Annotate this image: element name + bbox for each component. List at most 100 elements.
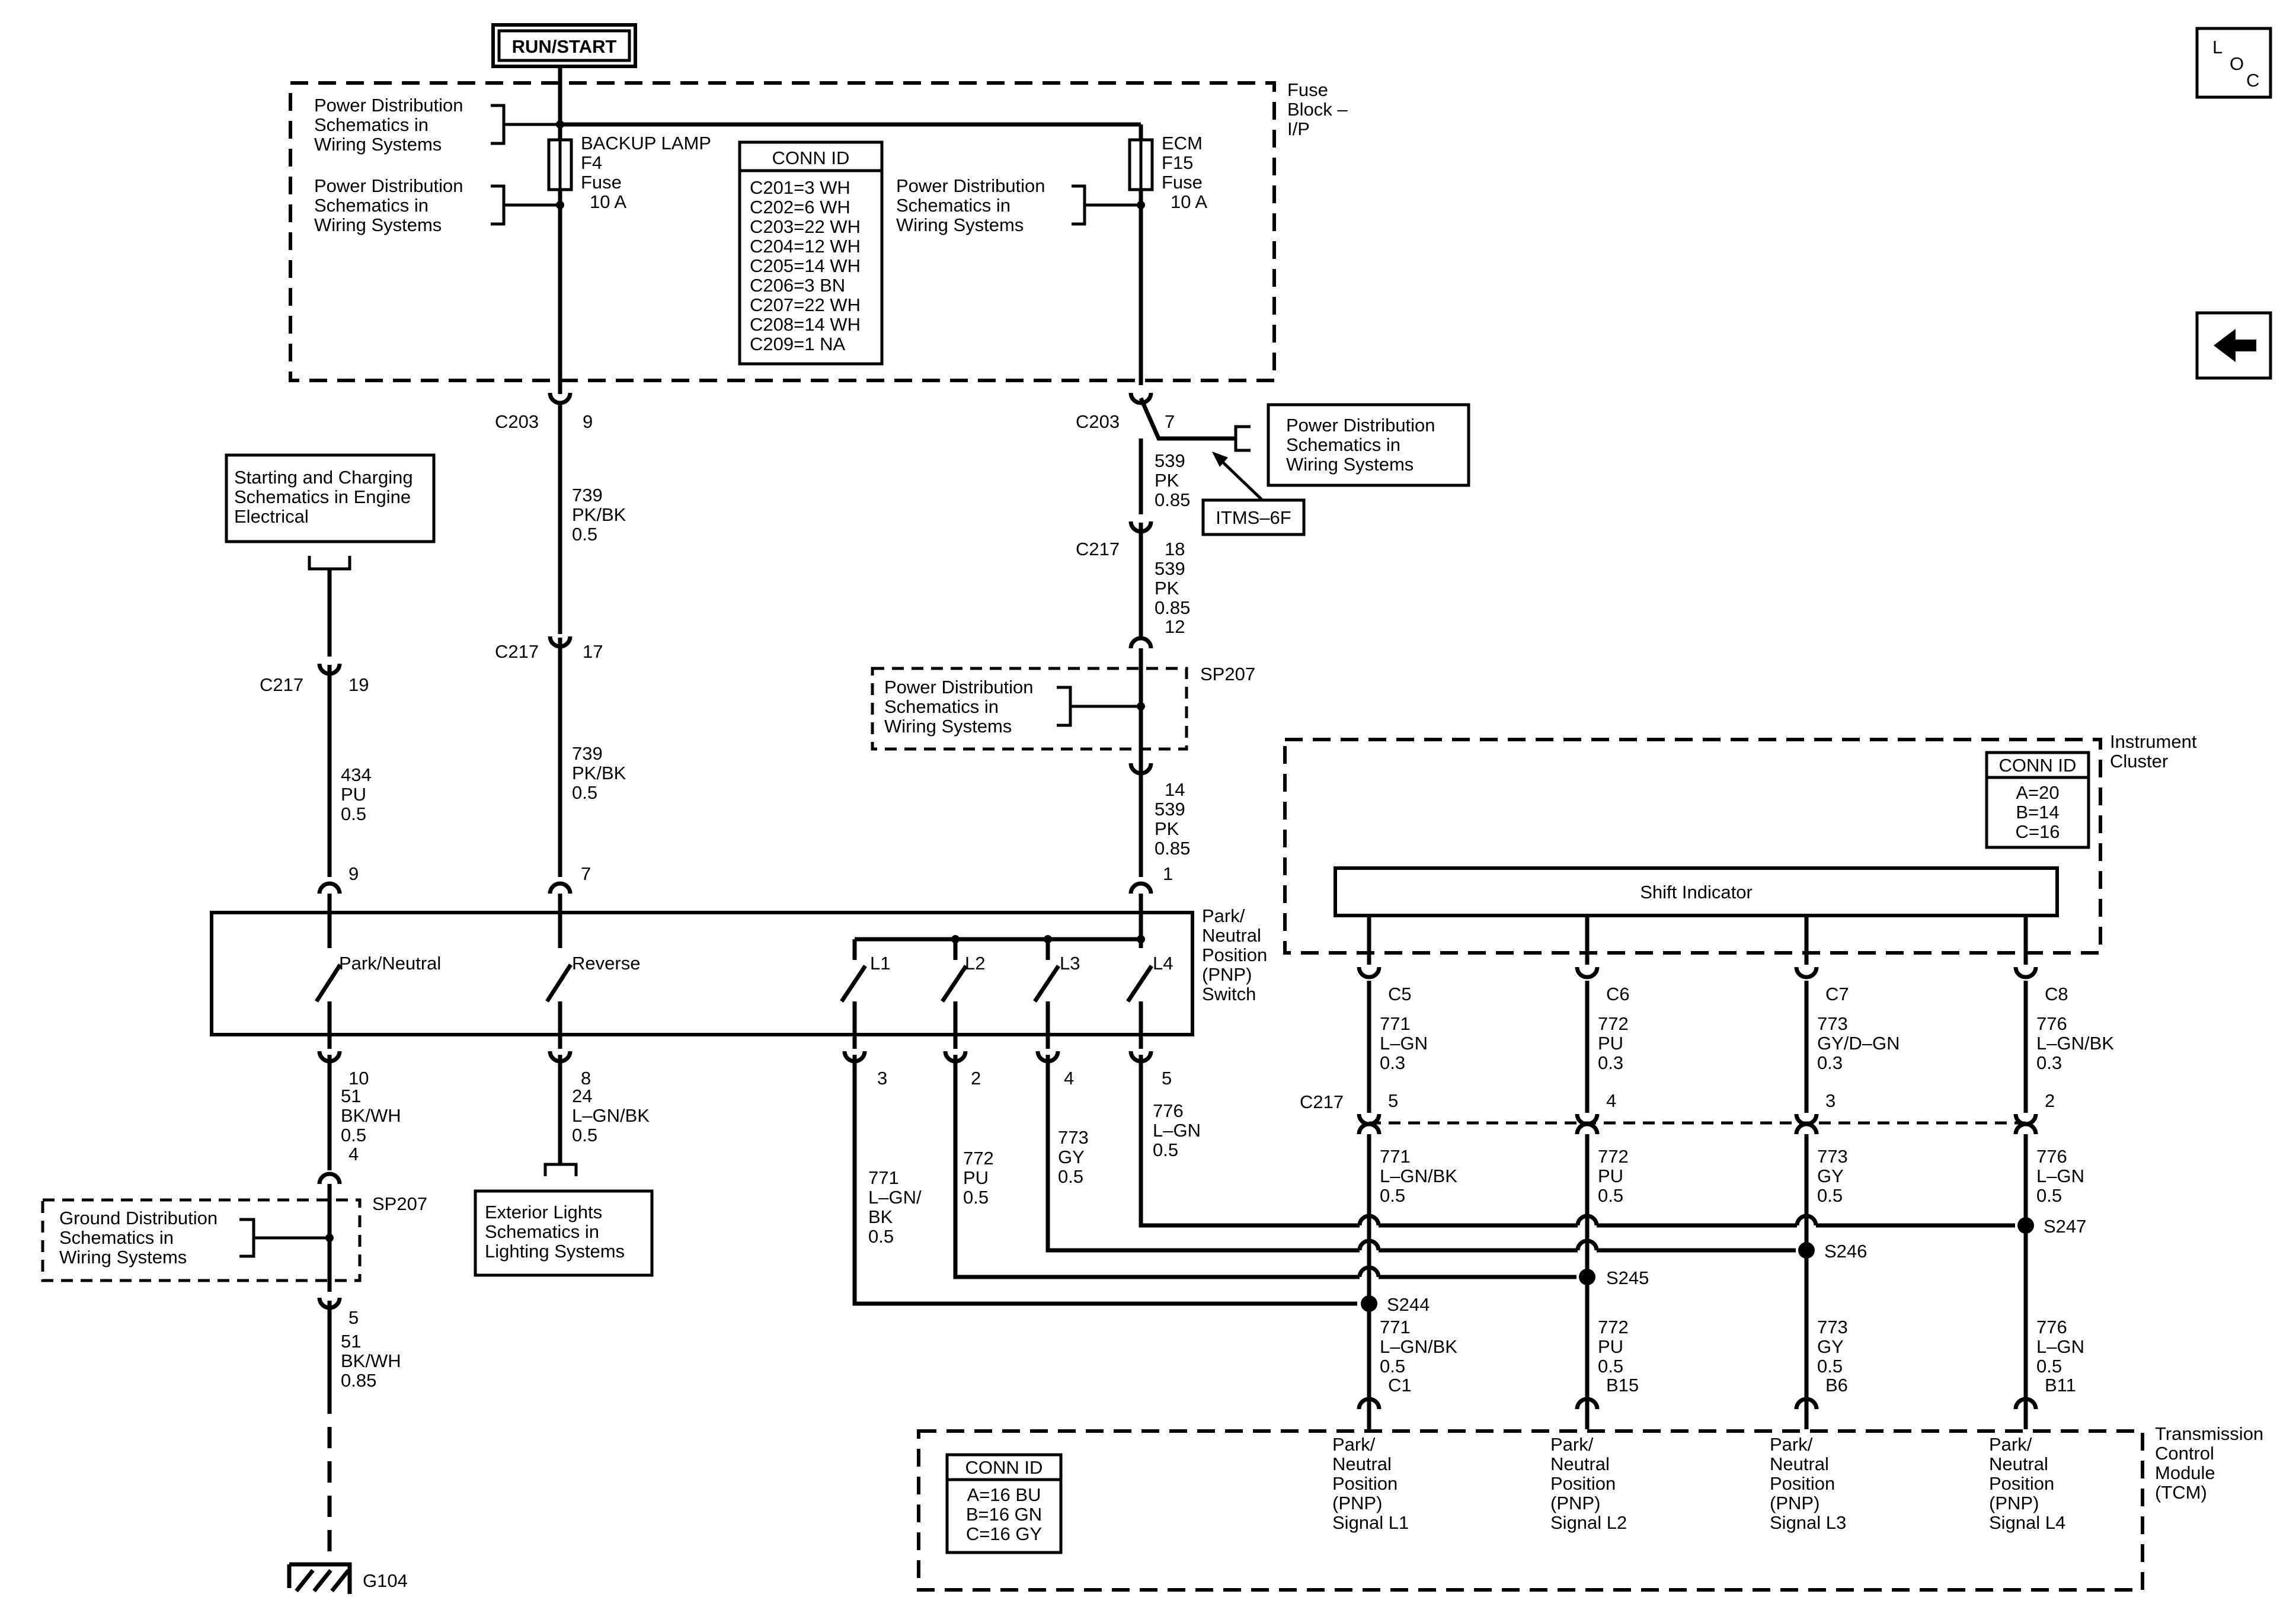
svg-text:Power Distribution: Power Distribution [884, 677, 1034, 697]
wire-mid-4: 776 [2036, 1146, 2067, 1167]
splice-s246: S246 [1824, 1241, 1867, 1262]
c217-pin-1: 5 [1388, 1090, 1398, 1111]
svg-text:Wiring Systems: Wiring Systems [884, 716, 1012, 737]
tcm-signal-1: Park/ [1332, 1434, 1376, 1455]
svg-text:739: 739 [572, 743, 603, 764]
loc-button[interactable]: L O C [2195, 27, 2272, 99]
instrument-cluster-label: Instrument Cluster [2110, 731, 2197, 772]
wire-mid-3: 773 [1817, 1146, 1848, 1167]
svg-text:3: 3 [877, 1068, 887, 1089]
starting-charging-ref: Starting and Charging Schematics in Engi… [225, 453, 436, 571]
wire-low-1: L–GN/BK [1380, 1336, 1457, 1357]
svg-text:CONN ID: CONN ID [965, 1457, 1043, 1478]
svg-text:Park/: Park/ [1202, 905, 1245, 926]
fuse-backup-lamp: BACKUP LAMP F4 Fuse 10 A [547, 133, 711, 212]
svg-text:C204=12 WH: C204=12 WH [750, 236, 861, 257]
svg-text:14: 14 [1165, 779, 1185, 800]
svg-text:Cluster: Cluster [2110, 751, 2168, 772]
wire-low-4: 776 [2036, 1317, 2067, 1337]
c217-b-label: C217 [495, 641, 539, 662]
svg-text:Wiring Systems: Wiring Systems [314, 215, 442, 235]
back-button[interactable] [2195, 311, 2272, 380]
svg-text:Fuse: Fuse [1162, 172, 1203, 193]
svg-text:9: 9 [583, 411, 593, 432]
svg-text:51: 51 [341, 1086, 361, 1106]
svg-text:9: 9 [348, 863, 359, 884]
svg-text:PK: PK [1155, 470, 1179, 491]
svg-text:L–GN/BK: L–GN/BK [572, 1105, 650, 1126]
c217-c-label: C217 [1076, 539, 1120, 559]
svg-text:18: 18 [1165, 539, 1185, 559]
svg-text:SP207: SP207 [1200, 664, 1255, 684]
wire-24: 24 L–GN/BK 0.5 [572, 1086, 650, 1145]
tcm-pin-2: B15 [1606, 1375, 1639, 1395]
left-arrow-icon [2214, 329, 2256, 362]
tcm-signal-2: Signal L2 [1550, 1512, 1627, 1533]
c217-pin-3: 3 [1825, 1090, 1835, 1111]
svg-text:4: 4 [1064, 1068, 1074, 1089]
switch-l2: L2 [941, 939, 985, 1049]
wire-low-3: 773 [1817, 1317, 1848, 1337]
tcm-signal-2: (PNP) [1550, 1493, 1600, 1513]
svg-text:Schematics in: Schematics in [59, 1227, 174, 1248]
wire-mid-4: 0.5 [2036, 1185, 2062, 1206]
svg-text:2: 2 [971, 1068, 981, 1089]
svg-text:0.5: 0.5 [1153, 1140, 1178, 1160]
ground-symbol: G104 [287, 1562, 408, 1594]
svg-text:A=16 BU: A=16 BU [967, 1484, 1041, 1505]
svg-text:C205=14 WH: C205=14 WH [750, 255, 861, 276]
svg-text:BACKUP LAMP: BACKUP LAMP [581, 133, 711, 153]
svg-text:Fuse: Fuse [1287, 79, 1328, 100]
sp207-top: SP207 Power Distribution Schematics in W… [871, 664, 1255, 751]
svg-text:Wiring Systems: Wiring Systems [314, 134, 442, 155]
svg-text:L–GN/: L–GN/ [868, 1187, 922, 1208]
svg-text:G104: G104 [363, 1570, 408, 1591]
svg-text:Power Distribution: Power Distribution [896, 175, 1045, 196]
svg-text:L4: L4 [1153, 953, 1173, 974]
svg-text:L2: L2 [965, 953, 985, 974]
signal-column-4: C8776L–GN/BK0.32776L–GN0.5776L–GN0.5B11P… [1989, 916, 2114, 1533]
wire-739-lower: 739 PK/BK 0.5 [572, 743, 626, 803]
svg-text:C206=3 BN: C206=3 BN [750, 275, 845, 296]
run-start-label: RUN/START [512, 36, 617, 57]
c217-pin-4: 2 [2045, 1090, 2055, 1111]
svg-text:ECM: ECM [1162, 133, 1203, 153]
svg-text:539: 539 [1155, 799, 1185, 820]
wire-mid-3: GY [1817, 1166, 1844, 1186]
svg-text:0.5: 0.5 [572, 524, 597, 545]
signal-column-2: C6772PU0.34772PU0.5772PU0.5B15Park/Neutr… [1550, 916, 1639, 1533]
tcm-signal-1: Signal L1 [1332, 1512, 1409, 1533]
c217-low-label: C217 [1300, 1092, 1344, 1112]
svg-text:Schematics in: Schematics in [884, 696, 999, 717]
switch-reverse: Reverse [545, 894, 640, 1049]
svg-text:Ground Distribution: Ground Distribution [59, 1208, 218, 1228]
wire-ic-3: 773 [1817, 1013, 1848, 1034]
tcm-pin-1: C1 [1388, 1375, 1412, 1395]
svg-text:539: 539 [1155, 450, 1185, 471]
cluster-pin-1: C5 [1388, 984, 1412, 1004]
pnp-switch-body [210, 911, 1194, 1036]
svg-text:Block –: Block – [1287, 99, 1348, 120]
tcm-signal-3: Signal L3 [1770, 1512, 1846, 1533]
svg-text:CONN ID: CONN ID [1999, 755, 2077, 776]
c203-left-label: C203 [495, 411, 539, 432]
tcm-signal-2: Position [1550, 1473, 1616, 1494]
fuse-ecm: ECM F15 Fuse 10 A [1128, 133, 1207, 212]
svg-text:C=16: C=16 [2016, 821, 2060, 842]
svg-text:0.5: 0.5 [868, 1226, 894, 1247]
tcm-pin-3: B6 [1825, 1375, 1848, 1395]
wire-ic-2: 0.3 [1598, 1052, 1623, 1073]
wire-ic-1: 0.3 [1380, 1052, 1405, 1073]
svg-text:A=20: A=20 [2016, 782, 2059, 803]
splice-s245: S245 [1606, 1267, 1649, 1288]
svg-text:Neutral: Neutral [1202, 925, 1261, 946]
svg-text:Schematics in: Schematics in [314, 114, 428, 135]
wire-773-switch: 773 GY 0.5 [1058, 1127, 1089, 1187]
svg-text:Fuse: Fuse [581, 172, 622, 193]
wire-ic-2: PU [1598, 1033, 1623, 1054]
svg-text:C208=14 WH: C208=14 WH [750, 314, 861, 335]
svg-text:I/P: I/P [1287, 119, 1310, 139]
svg-text:C=16 GY: C=16 GY [966, 1523, 1042, 1544]
svg-text:BK/WH: BK/WH [341, 1350, 401, 1371]
